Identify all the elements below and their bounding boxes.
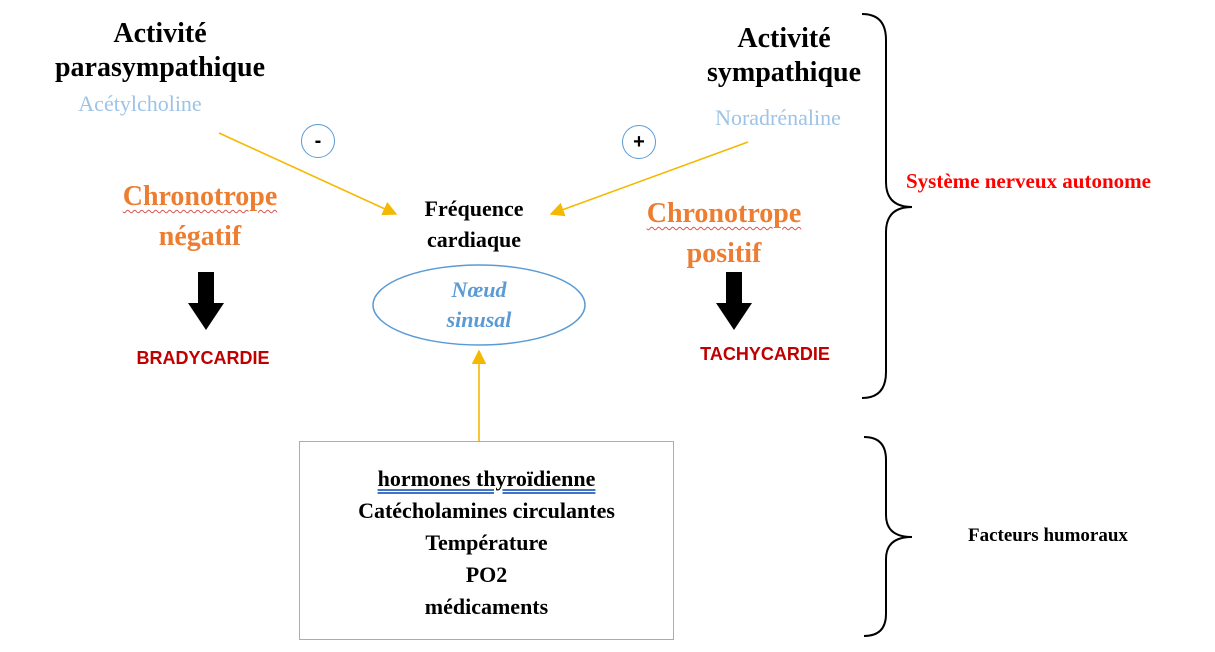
heart-rate-line2: cardiaque [426, 227, 522, 252]
heart-rate-label: Fréquence cardiaque [394, 193, 554, 255]
humoral-item-po2: PO2 [465, 562, 508, 587]
sinus-node-line2: sinusal [446, 307, 512, 332]
parasym-title-line1: Activité [113, 18, 207, 49]
humoral-label: Facteurs humoraux [968, 525, 1128, 546]
humoral-factors-box: hormones thyroïdienne Catécholamines cir… [299, 441, 674, 640]
parasym-arrow [218, 132, 398, 216]
brace-ans [861, 13, 913, 399]
chronotrope-negative: Chronotrope négatif [95, 177, 305, 257]
chronotrope-positive-line1: Chronotrope [646, 198, 802, 229]
humoral-item-thyroid: hormones thyroïdienne [377, 466, 596, 491]
parasym-title-line2: parasympathique [54, 52, 266, 83]
ans-label: Système nerveux autonome [906, 169, 1151, 193]
brace-humoral [863, 436, 913, 637]
heart-rate-line1: Fréquence [424, 196, 524, 221]
down-arrow-left [188, 272, 224, 330]
minus-sign: - [301, 124, 335, 158]
sym-title: Activité sympathique [672, 22, 896, 90]
sinus-node-label: Nœud sinusal [400, 275, 558, 335]
chronotrope-positive-line2: positif [686, 238, 762, 269]
sym-mediator: Noradrénaline [715, 105, 841, 130]
humoral-item-catecholamines: Catécholamines circulantes [358, 498, 615, 523]
chronotrope-negative-line1: Chronotrope [122, 181, 278, 212]
parasym-mediator: Acétylcholine [78, 91, 202, 116]
sym-title-line2: sympathique [706, 57, 862, 88]
chronotrope-positive: Chronotrope positif [620, 194, 828, 274]
humoral-item-drugs: médicaments [424, 594, 549, 619]
sym-arrow [549, 141, 749, 217]
humoral-item-temperature: Température [425, 530, 548, 555]
down-arrow-right [716, 272, 752, 330]
sym-title-line1: Activité [737, 23, 831, 54]
sinus-node-line1: Nœud [451, 277, 507, 302]
plus-sign: + [622, 125, 656, 159]
sinus-node-ellipse [372, 264, 586, 346]
tachycardie-label: TACHYCARDIE [700, 344, 830, 364]
bradycardie-label: BRADYCARDIE [136, 348, 270, 368]
parasym-title: Activité parasympathique [20, 17, 300, 85]
chronotrope-negative-line2: négatif [158, 221, 242, 252]
humoral-factors-list: hormones thyroïdienne Catécholamines cir… [300, 442, 673, 623]
